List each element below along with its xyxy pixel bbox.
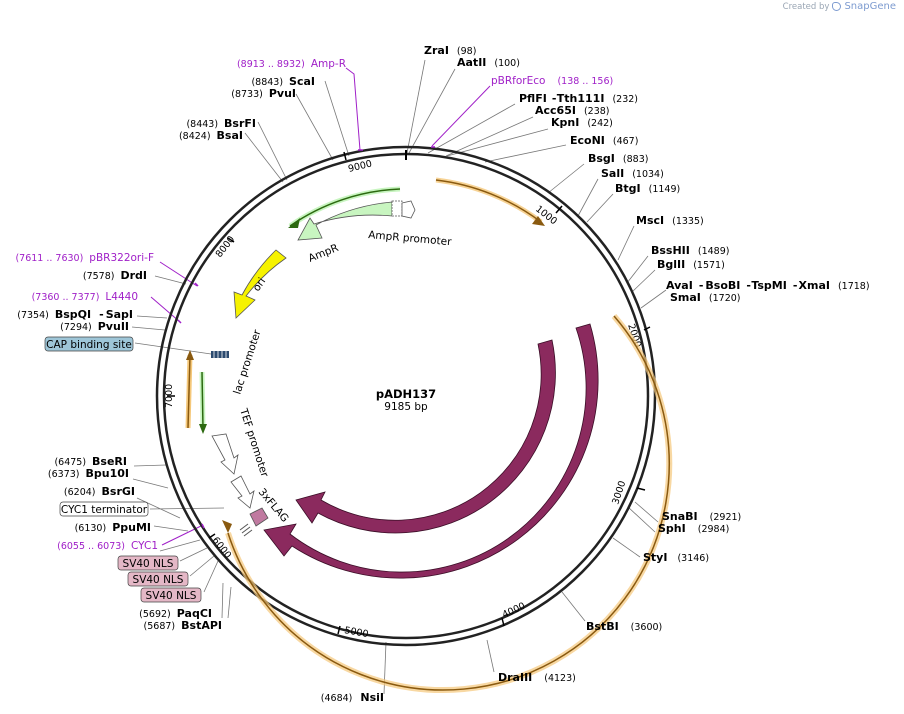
cas9-outer-feature — [263, 323, 599, 579]
site-btgi[interactable]: BtgI(1149) — [615, 182, 680, 195]
tick-label-5000: 5000 — [343, 625, 369, 640]
brand-created-by: Created by — [782, 1, 830, 12]
primer-pbr322ori-f[interactable]: (7611 .. 7630)pBR322ori-F — [15, 252, 154, 264]
site-sphi[interactable]: SphI(2984) — [658, 522, 729, 535]
orf-left-arc — [187, 354, 191, 429]
site-sali[interactable]: SalI(1034) — [601, 167, 664, 180]
orf-top-right-arrowhead — [532, 216, 545, 226]
site-aatii[interactable]: AatII(100) — [457, 56, 520, 69]
snapgene-brand: Created by SnapGene — [783, 1, 896, 12]
ampr-label: AmpR — [307, 242, 341, 265]
site-zrai[interactable]: ZraI(98) — [424, 44, 476, 57]
site-bsgi[interactable]: BsgI(883) — [588, 152, 648, 165]
ampr-orf-arrowhead — [288, 218, 300, 228]
cyc1-terminator-label: CYC1 terminator — [61, 504, 148, 516]
cas9-orf-arc — [227, 315, 670, 691]
tef-promoter-feature — [211, 433, 239, 475]
promoter-small-feature — [230, 475, 255, 509]
site-avai-group[interactable]: AvaI-BsoBI-TspMI-XmaI(1718) — [666, 279, 870, 292]
sv40-nls-box-2[interactable]: SV40 NLS — [127, 571, 189, 587]
flag-tag-feature — [249, 507, 269, 527]
primer-markers — [177, 146, 435, 529]
ori-feature — [233, 249, 287, 319]
tick-label-7000: 7000 — [164, 384, 175, 408]
tick-marks — [167, 151, 651, 635]
sv40-nls-label-1: SV40 NLS — [123, 558, 174, 570]
site-kpni[interactable]: KpnI(242) — [551, 116, 613, 129]
backbone-outer — [155, 145, 657, 647]
tick-label-4000: 4000 — [501, 601, 528, 621]
site-nsii[interactable]: (4684)NsiI — [321, 691, 384, 704]
site-snabi[interactable]: SnaBI(2921) — [662, 510, 741, 523]
primer-l4440[interactable]: (7360 .. 7377)L4440 — [32, 291, 138, 303]
site-pflfi-tth111i[interactable]: PflFI-Tth111I(232) — [519, 92, 638, 105]
cap-binding-site-feature — [211, 351, 229, 358]
ampr-orf-arc — [289, 188, 401, 227]
site-bglii[interactable]: BglII(1571) — [657, 258, 725, 271]
sv40-nls-label-3: SV40 NLS — [146, 590, 197, 602]
snapgene-logo-icon — [832, 2, 842, 11]
cas9-inner-feature — [295, 339, 556, 534]
ampr-promoter-label: AmpR promoter — [368, 229, 453, 248]
orf-left-green-arc — [201, 371, 204, 429]
orf-left-green-arrowhead — [199, 424, 207, 434]
leader-lines — [131, 59, 667, 695]
cas9-orf-arrowhead — [222, 520, 232, 533]
tef-promoter-label: TEF promoter — [237, 406, 271, 479]
site-drdi[interactable]: (7578)DrdI — [83, 269, 147, 282]
orf-top-right-arc — [435, 179, 542, 223]
boxed-feature-labels: CAP binding site CYC1 terminator SV40 NL… — [44, 336, 202, 603]
primer-pbrforeco[interactable]: pBRforEco(138 .. 156) — [491, 75, 613, 87]
tick-label-3000: 3000 — [610, 480, 628, 506]
site-bseri[interactable]: (6475)BseRI — [54, 455, 127, 468]
ampr-feature — [297, 201, 393, 241]
site-bspqi-sapi[interactable]: (7354)BspQI-SapI — [17, 308, 133, 321]
plasmid-size: 9185 bp — [384, 401, 428, 413]
site-acc65i[interactable]: Acc65I(238) — [535, 104, 610, 117]
tick-label-8000: 8000 — [214, 234, 238, 260]
cas9-inner-label: Cas9 — [476, 511, 504, 534]
site-scai[interactable]: (8843)ScaI — [251, 75, 315, 88]
site-ppumi[interactable]: (6130)PpuMI — [75, 521, 151, 534]
primer-amp-r[interactable]: (8913 .. 8932)Amp-R — [237, 58, 346, 70]
nls-feature-ticks — [239, 523, 253, 537]
site-bstbi[interactable]: BstBI(3600) — [586, 620, 662, 633]
site-bpu10i[interactable]: (6373)Bpu10I — [48, 467, 129, 480]
sv40-nls-box-1[interactable]: SV40 NLS — [117, 555, 179, 571]
ampr-promoter-feature — [391, 200, 403, 217]
site-pvuii[interactable]: (7294)PvuII — [60, 320, 129, 333]
sv40-nls-box-3[interactable]: SV40 NLS — [140, 587, 202, 603]
sv40-nls-label-2: SV40 NLS — [133, 574, 184, 586]
site-smai[interactable]: SmaI(1720) — [670, 291, 741, 304]
cap-binding-site-hatch — [213, 351, 227, 358]
orf-left-arrowhead — [186, 350, 194, 360]
site-bsai[interactable]: (8424)BsaI — [179, 129, 243, 142]
cyc1-terminator-box[interactable]: CYC1 terminator — [59, 501, 149, 517]
plasmid-name: pADH137 — [376, 387, 436, 401]
ampr-promoter-arrow — [401, 200, 416, 219]
site-msci[interactable]: MscI(1335) — [636, 214, 704, 227]
lac-promoter-label: lac promoter — [231, 328, 263, 396]
site-pvui[interactable]: (8733)PvuI — [231, 87, 296, 100]
site-bsshii[interactable]: BssHII(1489) — [651, 244, 729, 257]
site-bsrgi[interactable]: (6204)BsrGI — [64, 485, 135, 498]
cap-binding-site-box[interactable]: CAP binding site — [44, 336, 134, 352]
brand-product: SnapGene — [844, 1, 896, 12]
cap-binding-site-label: CAP binding site — [46, 339, 132, 351]
site-econi[interactable]: EcoNI(467) — [570, 134, 638, 147]
site-bstapi[interactable]: (5687)BstAPI — [144, 619, 222, 632]
site-draiii[interactable]: DraIII(4123) — [498, 671, 576, 684]
site-bsrfi[interactable]: (8443)BsrFI — [186, 117, 256, 130]
site-paqci[interactable]: (5692)PaqCI — [139, 607, 212, 620]
primer-lines — [150, 67, 491, 546]
restriction-sites: ZraI(98) AatII(100) PflFI-Tth111I(232) A… — [17, 44, 869, 704]
primer-labels: (8913 .. 8932)Amp-R pBRforEco(138 .. 156… — [15, 58, 613, 552]
site-styi[interactable]: StyI(3146) — [643, 551, 709, 564]
primer-cyc1[interactable]: (6055 .. 6073)CYC1 — [57, 540, 158, 552]
